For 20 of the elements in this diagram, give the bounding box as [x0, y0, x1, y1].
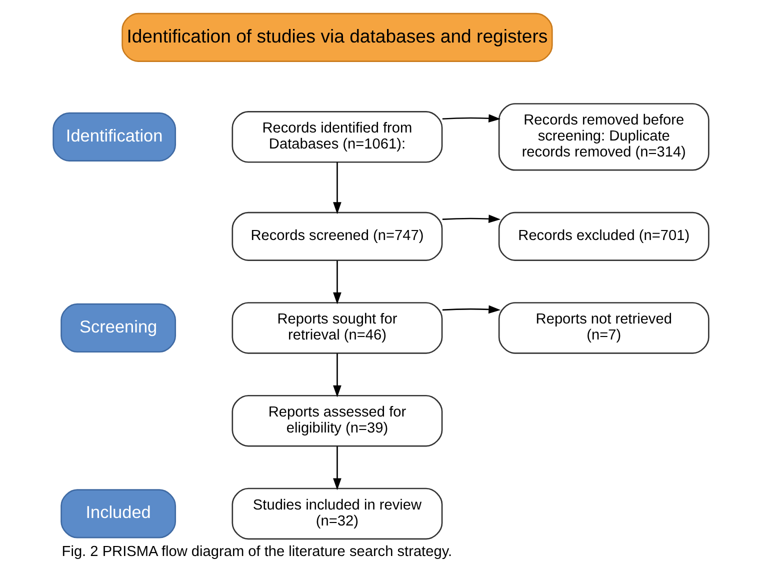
node-box: Reports not retrieved (n=7)	[498, 302, 709, 354]
node-box: Records removed before screening: Duplicate records removed (n=314)	[498, 103, 709, 171]
arrow	[332, 162, 341, 214]
node-box: Reports assessed for eligibility (n=39)	[231, 394, 442, 447]
node-box: Records screened (n=747)	[231, 212, 442, 261]
arrow	[332, 353, 341, 398]
node-box: Studies included in review (n=32)	[231, 488, 442, 540]
caption: Fig. 2 PRISMA flow diagram of the literature search strategy.	[61, 544, 452, 560]
node-box: Records excluded (n=701)	[498, 212, 709, 261]
arrow	[442, 305, 500, 314]
node-box: Identification of studies via databases and registers	[121, 12, 552, 62]
arrow	[442, 114, 500, 123]
node-box: Records identified from Databases (n=1061):	[231, 111, 442, 163]
node-box: Identification	[52, 112, 176, 162]
arrow	[442, 214, 500, 224]
node-box: Screening	[60, 303, 176, 353]
node-box: Reports sought for retrieval (n=46)	[231, 302, 442, 354]
node-box: Included	[60, 489, 176, 538]
arrow	[332, 446, 341, 490]
arrow	[332, 260, 341, 304]
